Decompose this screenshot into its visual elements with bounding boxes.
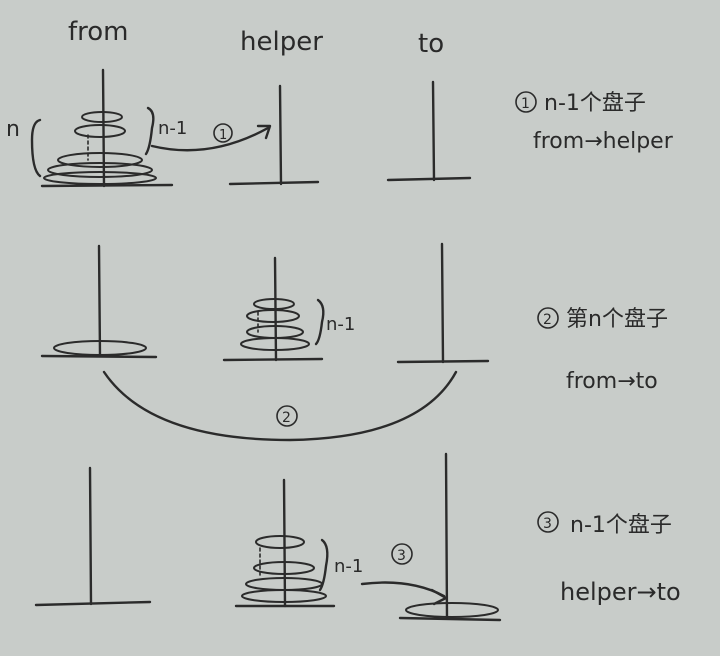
arrow-step-1-head — [256, 124, 272, 140]
peg-to-pole-3 — [444, 452, 449, 620]
disk-largest-row2 — [53, 340, 147, 356]
row-2: n-1 2 2 第n个盘子 from→to — [40, 242, 668, 442]
peg-label-from: from — [68, 17, 129, 47]
peg-label-to: to — [418, 29, 444, 59]
note-3-title: n-1个盘子 — [570, 513, 672, 538]
note-1-title: n-1个盘子 — [544, 91, 646, 116]
row-3: n-1 3 3 n-1个盘子 helper→to — [34, 452, 681, 622]
peg-to-base-2 — [396, 359, 490, 364]
n-minus-1-label-row1: n-1 — [158, 118, 187, 139]
step-1-circle — [213, 123, 233, 143]
peg-from-base — [40, 183, 174, 188]
arrow-step-3-head — [430, 588, 448, 606]
arc-step-2 — [102, 370, 458, 442]
peg-label-helper: helper — [240, 27, 323, 57]
note-1-circle-number: 1 — [521, 96, 530, 112]
peg-to-pole — [431, 80, 436, 182]
n-minus-1-brace-row3 — [318, 538, 329, 592]
step-1-circle-number: 1 — [219, 128, 227, 143]
n-brace — [30, 118, 42, 178]
disk-largest-row3 — [405, 602, 499, 618]
note-3-circle — [537, 511, 559, 533]
note-2-move: from→to — [566, 369, 658, 394]
peg-to-base — [386, 176, 472, 182]
note-1-circle — [515, 91, 537, 113]
step-3-circle — [391, 543, 413, 565]
peg-to-base-3 — [398, 616, 502, 622]
peg-helper-pole — [278, 84, 283, 186]
peg-to-pole-2 — [440, 242, 445, 364]
note-3-move: helper→to — [560, 578, 681, 606]
peg-from-pole — [101, 68, 106, 188]
disk-stack-from — [43, 111, 157, 185]
n-minus-1-brace-row2 — [314, 298, 325, 346]
row-1: n n-1 1 1 n-1个盘子 from→helper — [6, 68, 674, 188]
note-2-circle-number: 2 — [543, 312, 552, 328]
peg-from-base-3 — [34, 600, 152, 607]
n-minus-1-brace — [144, 106, 155, 156]
n-minus-1-label-row3: n-1 — [334, 556, 363, 577]
step-2-circle-number: 2 — [282, 410, 291, 426]
arrow-step-1 — [150, 126, 270, 152]
peg-from-pole-2 — [97, 244, 102, 358]
disk-stack-helper-3 — [241, 535, 327, 603]
peg-helper-base — [228, 180, 320, 186]
note-2-circle — [537, 307, 559, 329]
note-3-circle-number: 3 — [543, 516, 552, 532]
note-2-title: 第n个盘子 — [566, 307, 668, 332]
n-minus-1-label-row2: n-1 — [326, 314, 355, 335]
step-3-circle-number: 3 — [397, 548, 406, 564]
peg-helper-base-2 — [222, 357, 324, 362]
peg-from-base-2 — [40, 354, 158, 359]
step-2-circle — [276, 405, 298, 427]
peg-helper-pole-3 — [282, 478, 287, 608]
note-1-move: from→helper — [533, 129, 674, 154]
peg-from-pole-3 — [88, 466, 93, 606]
n-label: n — [6, 117, 20, 142]
disk-stack-helper — [240, 298, 310, 351]
